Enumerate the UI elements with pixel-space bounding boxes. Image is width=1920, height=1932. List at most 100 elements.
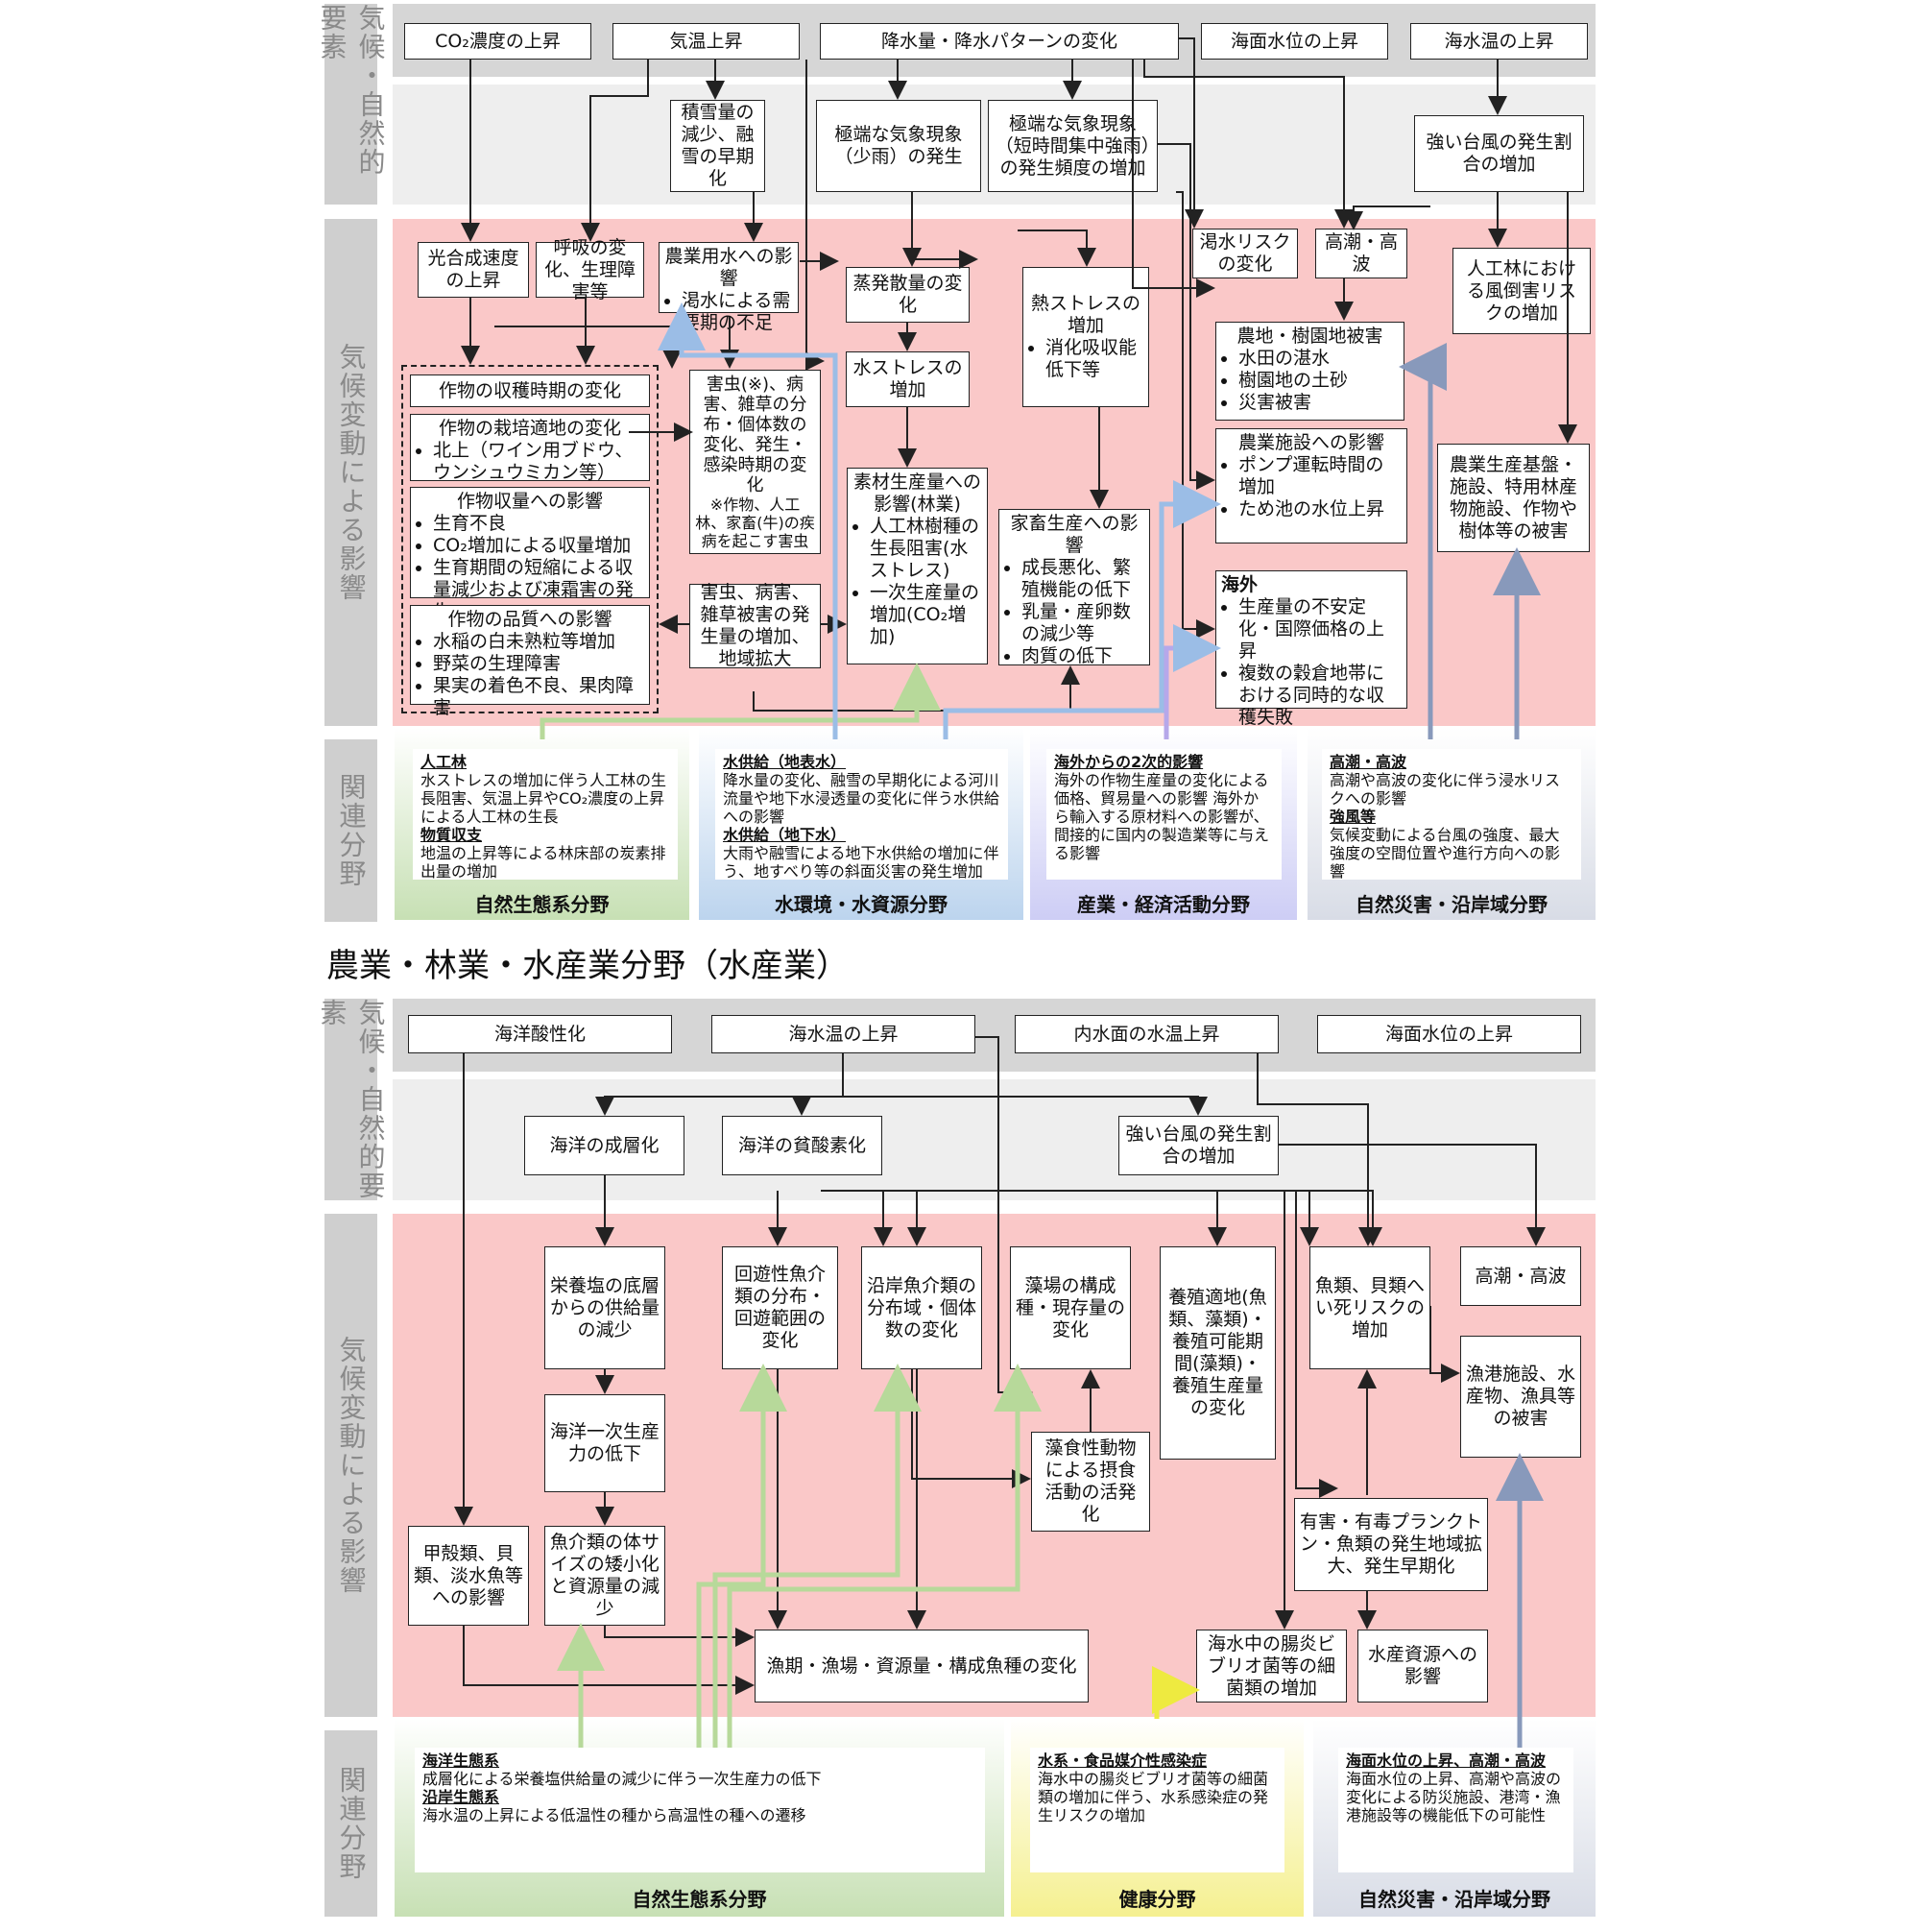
impact-water: 農業用水への影響 渇水による需要期の不足	[659, 242, 799, 333]
top-field-eco-label: 自然生態系分野	[474, 893, 610, 916]
impact-base: 農業生産基盤・施設、特用林産物施設、作物や樹体等の被害	[1437, 444, 1590, 552]
top-field-industry-label: 産業・経済活動分野	[1077, 893, 1250, 916]
top-field-industry-h1: 海外からの2次的影響	[1054, 753, 1204, 771]
impact-livestock-item: 肉質の低下	[1021, 645, 1144, 667]
crop-group	[401, 365, 659, 713]
b-impact-seaweed: 藻場の構成種・現存量の変化	[1010, 1246, 1131, 1369]
bottom-field-disaster-card: 海面水位の上昇、高潮・高波 海面水位の上昇、高潮や高波の変化による防災施設、港湾…	[1338, 1748, 1573, 1872]
impact-pest-text: 害虫(※)、病害、雑草の分布・個体数の変化、発生・感染時期の変化	[703, 374, 807, 495]
b-impact-size: 魚介類の体サイズの矮小化と資源量の減少	[544, 1526, 665, 1626]
bottom-side-climate: 気候・自然的要素	[316, 999, 387, 1200]
mid-extreme-heavy: 極端な気象現象（短時間集中強雨）の発生頻度の増加	[988, 100, 1158, 192]
bottom-field-health-label: 健康分野	[1118, 1888, 1196, 1911]
b-impact-coastal: 沿岸魚介類の分布域・個体数の変化	[861, 1246, 982, 1369]
impact-facility-item: ため池の水位上昇	[1238, 498, 1402, 520]
impact-suit-title: 作物の栽培適地の変化	[438, 418, 621, 439]
top-field-eco-card: 人工林 水ストレスの増加に伴う人工林の生長阻害、気温上昇やCO₂濃度の上昇による…	[413, 749, 678, 881]
impact-yield-item: CO₂増加による収量増加	[433, 535, 644, 557]
bottom-field-eco-t2: 海水温の上昇による低温性の種から高温性の種への遷移	[422, 1806, 806, 1824]
impact-livestock: 家畜生産への影響 成長悪化、繁殖機能の低下 乳量・産卵数の減少等 肉質の低下	[998, 509, 1150, 667]
top-field-disaster-t2: 気候変動による台風の強度、最大強度の空間位置や進行方向への影響	[1330, 826, 1561, 881]
b-impact-migratory: 回遊性魚介類の分布・回遊範囲の変化	[722, 1246, 838, 1369]
impact-water-item: 渇水による需要期の不足	[682, 290, 793, 334]
impact-forest: 素材生産量への影響(林業) 人工林樹種の生長阻害(水ストレス) 一次生産量の増加…	[847, 468, 988, 664]
b-impact-die: 魚類、貝類へい死リスクの増加	[1309, 1246, 1430, 1369]
impact-livestock-item: 乳量・産卵数の減少等	[1021, 601, 1144, 645]
impact-pest: 害虫(※)、病害、雑草の分布・個体数の変化、発生・感染時期の変化 ※作物、人工林…	[689, 370, 821, 554]
top-field-eco-t1: 水ストレスの増加に伴う人工林の生長阻害、気温上昇やCO₂濃度の上昇による人工林の…	[420, 771, 667, 826]
top-field-disaster-label: 自然災害・沿岸域分野	[1356, 893, 1548, 916]
impact-pest-damage: 害虫、病害、雑草被害の発生量の増加、地域拡大	[689, 582, 821, 669]
bottom-field-health-t1: 海水中の腸炎ビブリオ菌等の細菌類の増加に伴う、水系感染症の発生リスクの増加	[1038, 1770, 1269, 1824]
b-driver-acid: 海洋酸性化	[408, 1015, 672, 1053]
b-mid-strat: 海洋の成層化	[524, 1116, 684, 1175]
impact-yield-title: 作物収量への影響	[456, 491, 603, 512]
b-impact-fishery: 漁期・漁場・資源量・構成魚種の変化	[755, 1630, 1089, 1703]
impact-tide: 高潮・高波	[1315, 229, 1407, 278]
top-field-eco-h1: 人工林	[420, 753, 468, 771]
bottom-field-health-h1: 水系・食品媒介性感染症	[1038, 1751, 1208, 1770]
impact-wind: 人工林における風倒害リスクの増加	[1452, 248, 1591, 334]
b-impact-resource: 水産資源への影響	[1357, 1630, 1488, 1703]
driver-seatemp: 海水温の上昇	[1410, 23, 1588, 60]
driver-temp: 気温上昇	[612, 23, 800, 60]
b-mid-deox: 海洋の貧酸素化	[722, 1116, 882, 1175]
top-field-disaster-h1: 高潮・高波	[1330, 753, 1407, 771]
bottom-field-eco-t1: 成層化による栄養塩供給量の減少に伴う一次生産力の低下	[422, 1770, 822, 1788]
impact-quality-item: 野菜の生理障害	[433, 653, 644, 675]
impact-facility-item: ポンプ運転時間の増加	[1238, 454, 1402, 498]
impact-suit-item: 北上（ワイン用ブドウ、ウンシュウミカン等）	[433, 440, 644, 484]
impact-quality: 作物の品質への影響 水稲の白未熟粒等増加 野菜の生理障害 果実の着色不良、果肉障…	[410, 605, 650, 718]
top-field-water-t1: 降水量の変化、融雪の早期化による河川流量や地下水浸透量の変化に伴う水供給への影響	[723, 771, 1000, 826]
impact-farm-title: 農地・樹園地被害	[1236, 326, 1383, 347]
top-field-eco-t2: 地温の上昇等による林床部の炭素排出量の増加	[420, 844, 666, 881]
top-side-impact: 気候変動による影響	[324, 219, 377, 726]
b-impact-plankton: 有害・有毒プランクトン・魚類の発生地域拡大、発生早期化	[1294, 1498, 1488, 1591]
bottom-field-eco-card: 海洋生態系 成層化による栄養塩供給量の減少に伴う一次生産力の低下 沿岸生態系 海…	[415, 1748, 985, 1872]
impact-farm-item: 水田の湛水	[1238, 348, 1348, 370]
section-title-fisheries: 農業・林業・水産業分野（水産業）	[326, 947, 849, 985]
impact-forest-item: 人工林樹種の生長阻害(水ストレス)	[870, 516, 982, 582]
top-field-industry-t1: 海外の作物生産量の変化による価格、貿易量への影響 海外から輸入する原材料への影響…	[1054, 771, 1270, 862]
bottom-side-related: 関連分野	[324, 1730, 377, 1917]
bottom-field-disaster-label: 自然災害・沿岸域分野	[1358, 1888, 1550, 1911]
impact-farm: 農地・樹園地被害 水田の湛水 樹園地の土砂 災害被害	[1215, 322, 1404, 421]
top-field-water-t2: 大雨や融雪による地下水供給の増加に伴う、地すべり等の斜面災害の発生増加	[723, 844, 999, 881]
top-field-water-label: 水環境・水資源分野	[775, 893, 948, 916]
b-impact-shell: 甲殻類、貝類、淡水魚等への影響	[408, 1526, 529, 1626]
mid-snow: 積雪量の減少、融雪の早期化	[670, 100, 765, 192]
top-field-disaster-h2: 強風等	[1330, 808, 1377, 826]
impact-quality-title: 作物の品質への影響	[447, 609, 612, 630]
driver-sealevel: 海面水位の上昇	[1201, 23, 1388, 60]
b-driver-sealevel: 海面水位の上昇	[1317, 1015, 1581, 1053]
top-field-water-card: 水供給（地表水） 降水量の変化、融雪の早期化による河川流量や地下水浸透量の変化に…	[715, 749, 1008, 881]
b-impact-herbivore: 藻食性動物による摂食活動の活発化	[1031, 1432, 1150, 1532]
bottom-field-eco-label: 自然生態系分野	[632, 1888, 767, 1911]
bottom-field-disaster-h1: 海面水位の上昇、高潮・高波	[1346, 1751, 1547, 1770]
bottom-field-disaster-t1: 海面水位の上昇、高潮や高波の変化による防災施設、港湾・漁港施設等の機能低下の可能…	[1346, 1770, 1562, 1824]
impact-drought: 渇水リスクの変化	[1192, 229, 1298, 278]
top-field-water-h2: 水供給（地下水）	[723, 826, 847, 844]
impact-overseas-item: 生産量の不安定化・国際価格の上昇	[1238, 596, 1402, 663]
impact-overseas-title: 海外	[1221, 574, 1259, 595]
impact-heat-item: 消化吸収能低下等	[1045, 337, 1143, 381]
impact-photo: 光合成速度の上昇	[418, 242, 529, 298]
impact-yield-item: 生育不良	[433, 513, 644, 535]
impact-facility-title: 農業施設への影響	[1237, 432, 1384, 453]
impact-heat-title: 熱ストレスの増加	[1030, 293, 1140, 336]
b-driver-inland: 内水面の水温上昇	[1015, 1015, 1279, 1053]
impact-farm-item: 災害被害	[1238, 392, 1348, 414]
b-impact-nutrient: 栄養塩の底層からの供給量の減少	[544, 1246, 665, 1369]
impact-facility: 農業施設への影響 ポンプ運転時間の増加 ため池の水位上昇	[1215, 428, 1407, 543]
top-field-disaster-t1: 高潮や高波の変化に伴う浸水リスクへの影響	[1330, 771, 1561, 808]
impact-overseas: 海外 生産量の不安定化・国際価格の上昇 複数の穀倉地帯における同時的な収穫失敗	[1215, 570, 1407, 728]
b-impact-aqua: 養殖適地(魚類、藻類)・養殖可能期間(藻類)・養殖生産量の変化	[1160, 1246, 1276, 1460]
bottom-field-eco-h1: 海洋生態系	[422, 1751, 500, 1770]
mid-extreme-low: 極端な気象現象（少雨）の発生	[816, 100, 981, 192]
impact-farm-item: 樹園地の土砂	[1238, 370, 1348, 392]
top-side-related: 関連分野	[324, 739, 377, 922]
impact-water-title: 農業用水への影響	[664, 246, 793, 289]
bottom-field-health-card: 水系・食品媒介性感染症 海水中の腸炎ビブリオ菌等の細菌類の増加に伴う、水系感染症…	[1030, 1748, 1284, 1872]
impact-forest-item: 一次生産量の増加(CO₂増加)	[870, 582, 982, 648]
impact-quality-item: 水稲の白未熟粒等増加	[433, 631, 644, 653]
